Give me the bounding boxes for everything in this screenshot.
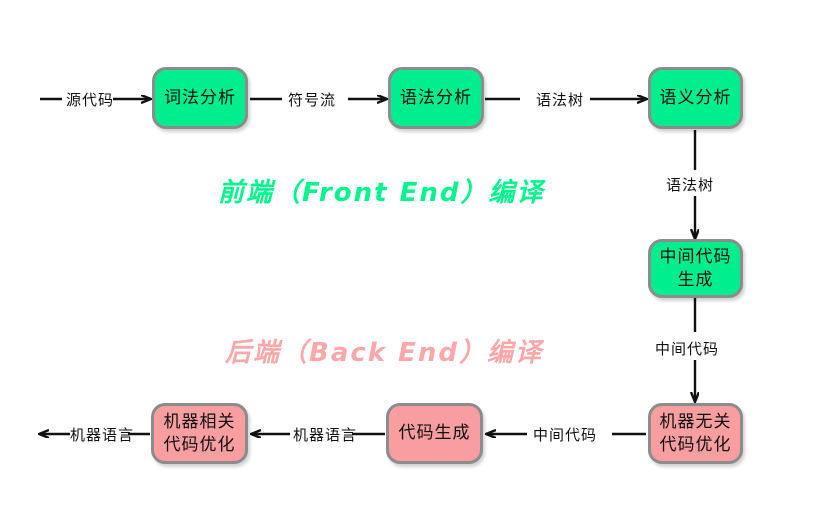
node-label: 中间代码 生成 xyxy=(659,247,732,290)
edge-label-syntax-tree-top: 语法树 xyxy=(536,91,585,109)
edge-label-machine-language-out: 机器语言 xyxy=(70,426,135,444)
node-code-generation[interactable]: 代码生成 xyxy=(386,403,483,464)
edge-label-token-stream: 符号流 xyxy=(288,91,337,109)
edge-label-intermediate-code-vertical: 中间代码 xyxy=(655,340,720,358)
node-label: 词法分析 xyxy=(164,87,236,108)
node-label: 语法分析 xyxy=(400,87,472,108)
node-syntax-analysis[interactable]: 语法分析 xyxy=(388,67,484,129)
node-intermediate-code-generation[interactable]: 中间代码 生成 xyxy=(648,239,743,298)
caption-front-end: 前端（Front End）编译 xyxy=(218,178,545,208)
edge-label-syntax-tree-vertical: 语法树 xyxy=(666,176,715,194)
node-semantic-analysis[interactable]: 语义分析 xyxy=(648,67,743,129)
node-label: 机器相关 代码优化 xyxy=(163,412,236,455)
node-label: 语义分析 xyxy=(659,87,732,108)
edge-label-source-code: 源代码 xyxy=(66,91,115,109)
node-lexical-analysis[interactable]: 词法分析 xyxy=(152,67,248,129)
node-label: 机器无关 代码优化 xyxy=(659,412,732,455)
edge-label-intermediate-code-bottom: 中间代码 xyxy=(533,426,598,444)
edge-label-machine-language-mid: 机器语言 xyxy=(293,426,358,444)
caption-back-end: 后端（Back End）编译 xyxy=(225,338,543,368)
node-label: 代码生成 xyxy=(398,423,471,444)
node-machine-independent-optimization[interactable]: 机器无关 代码优化 xyxy=(648,403,743,464)
node-machine-dependent-optimization[interactable]: 机器相关 代码优化 xyxy=(151,403,248,464)
